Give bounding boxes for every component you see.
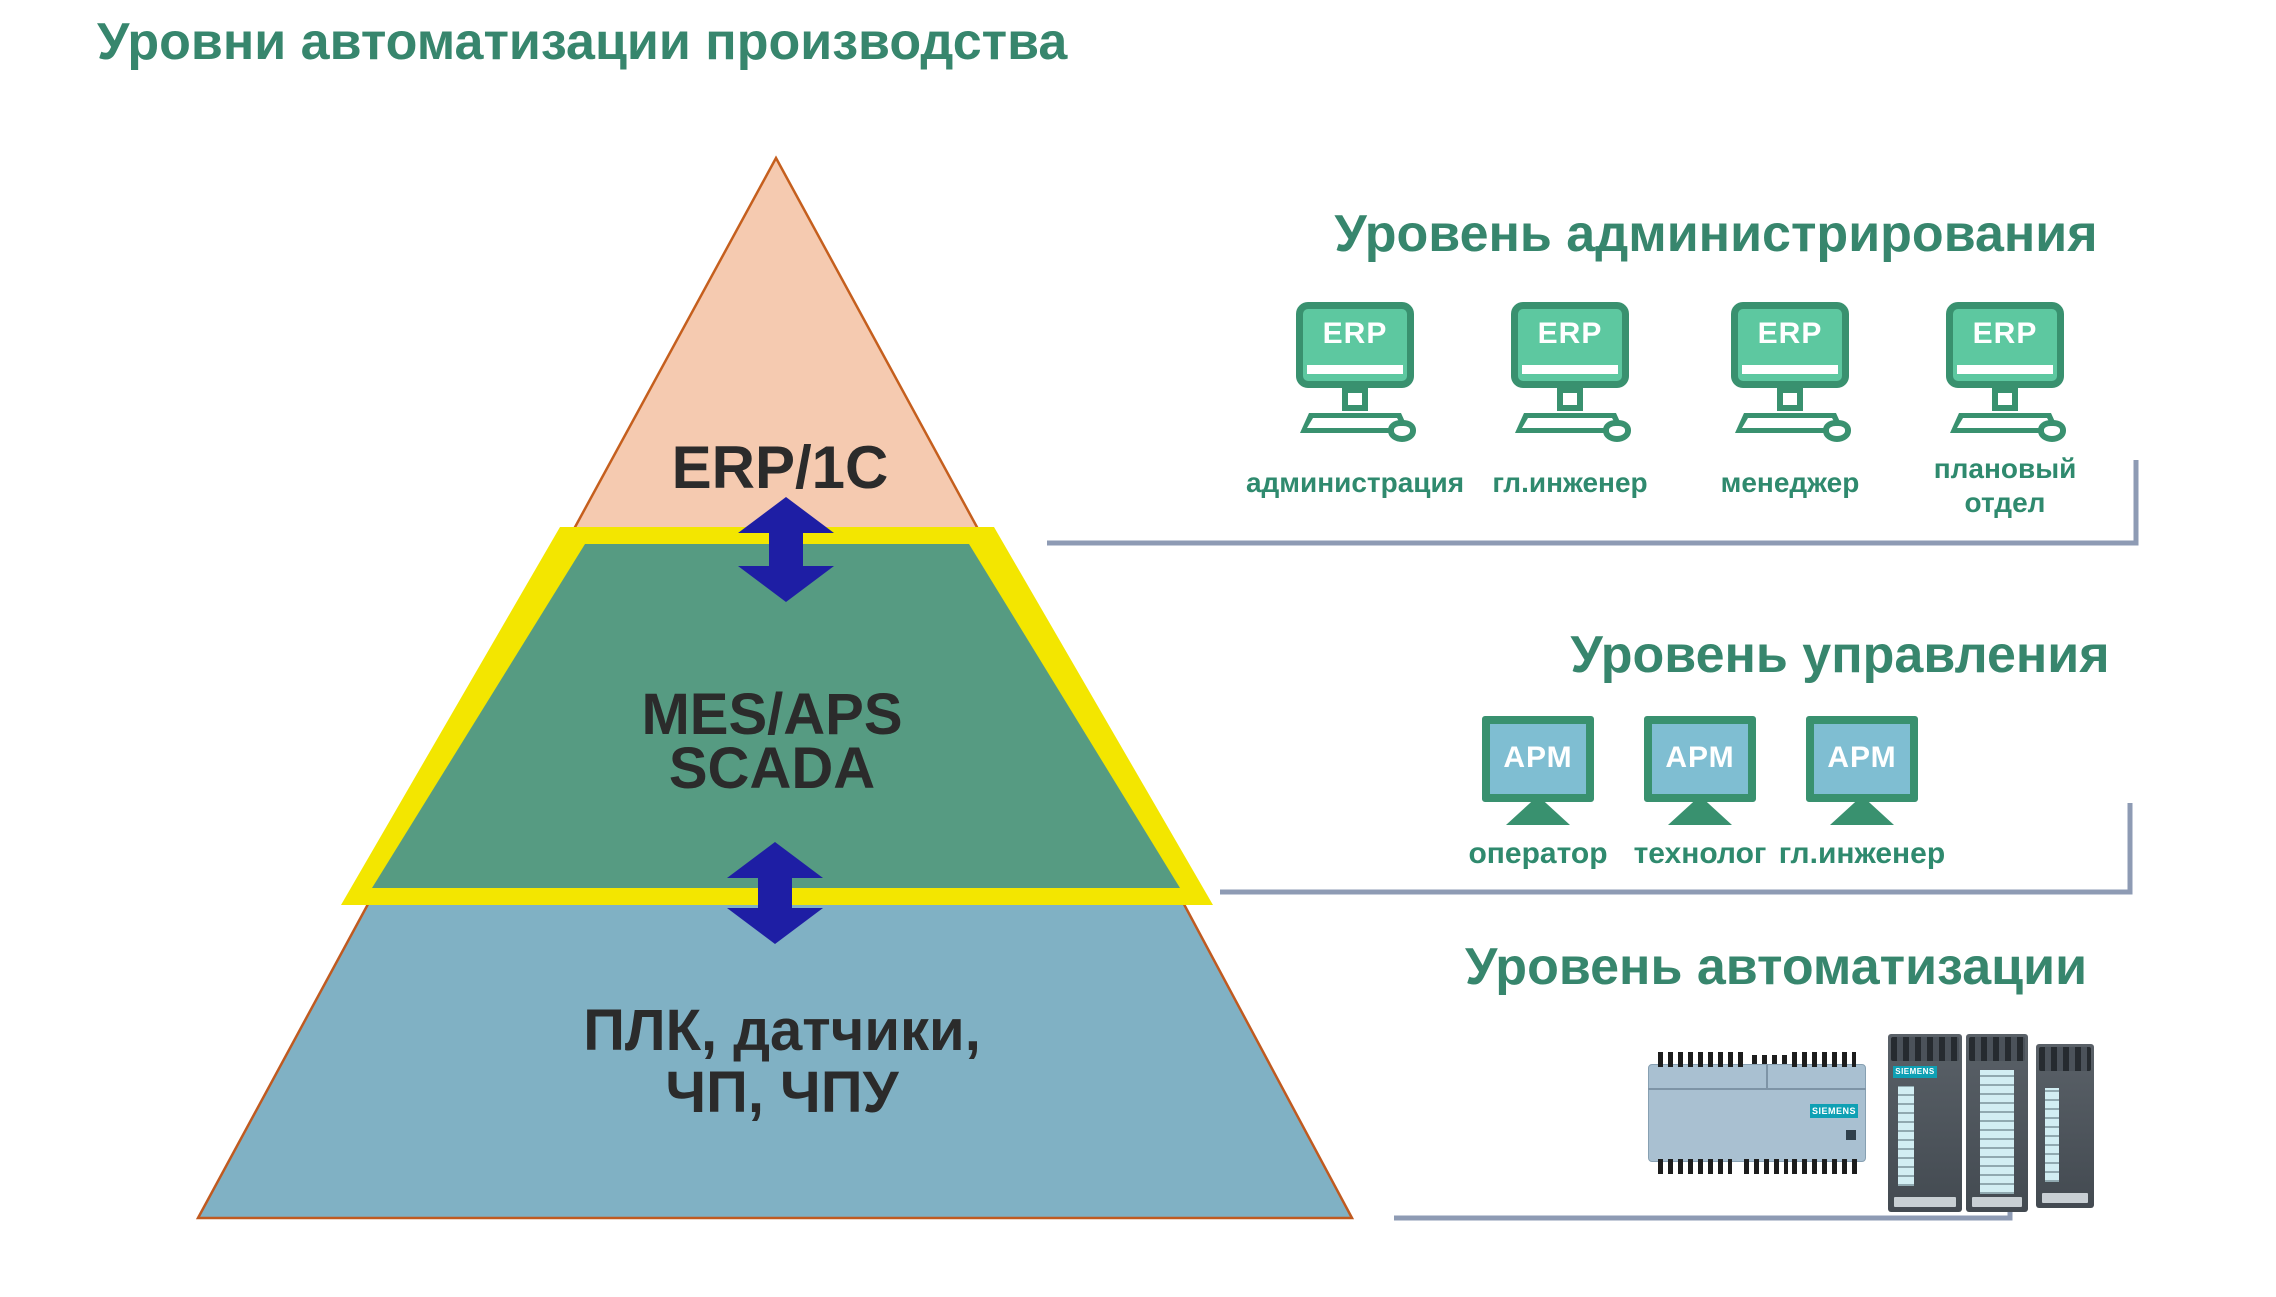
mouse-icon (2038, 420, 2066, 442)
monitor-icon: АРМ (1644, 716, 1756, 802)
monitor-icon: АРМ (1482, 716, 1594, 802)
workstation-label: технолог (1633, 837, 1767, 870)
erp-workstation: ERP (1495, 302, 1645, 454)
plc-foot (1972, 1197, 2022, 1207)
plc-foot (1894, 1197, 1956, 1207)
mouse-icon (1603, 420, 1631, 442)
monitor-stand (1830, 801, 1894, 825)
plc-terminals (1658, 1052, 1744, 1067)
monitor-icon: ERP (1946, 302, 2064, 388)
keyboard-icon (1300, 413, 1410, 433)
plc-label-strip (2045, 1088, 2059, 1182)
plc-label-strip (1898, 1086, 1914, 1186)
automation-section-heading: Уровень автоматизации (1464, 938, 2088, 996)
monitor-screen-text: ERP (1972, 317, 2038, 350)
pyramid-bottom-label-line1: ПЛК, датчики, (583, 998, 981, 1063)
keyboard-icon (1515, 413, 1625, 433)
plc-module: SIEMENS (1888, 1034, 1962, 1212)
plc-terminals (1792, 1052, 1856, 1067)
erp-workstation: ERP (1715, 302, 1865, 454)
plc-vent (1969, 1037, 2025, 1061)
workstation-label: администрация (1245, 467, 1465, 498)
workstation-label: гл.инженер (1492, 467, 1648, 498)
monitor-screen-text: ERP (1322, 317, 1388, 350)
bracket-admin-level (1047, 460, 2139, 546)
keyboard-icon (1950, 413, 2060, 433)
apm-workstation: АРМ (1797, 716, 1927, 836)
monitor-stand (1777, 387, 1803, 411)
plc-module (1966, 1034, 2028, 1212)
workstation-label: плановый отдел (1933, 453, 2077, 518)
monitor-chin (1522, 365, 1618, 374)
plc-terminals (1658, 1159, 1732, 1174)
plc-terminals (1744, 1159, 1788, 1174)
apm-workstation: АРМ (1473, 716, 1603, 836)
monitor-stand (1668, 801, 1732, 825)
monitor-screen-text: АРМ (1503, 741, 1573, 774)
monitor-icon: ERP (1296, 302, 1414, 388)
workstation-label: гл.инженер (1778, 837, 1946, 870)
plc-compact-device: SIEMENS (1648, 1052, 1866, 1174)
arrow-mes-plc-icon (727, 842, 823, 944)
monitor-chin (1307, 365, 1403, 374)
plc-label-strip (1980, 1070, 2014, 1194)
pyramid-middle-level (372, 544, 1180, 888)
monitor-stand (1506, 801, 1570, 825)
plc-foot (2042, 1193, 2088, 1203)
monitor-stand (1342, 387, 1368, 411)
bracket-control-level (1220, 803, 2133, 895)
monitor-stand (1557, 387, 1583, 411)
control-section-heading: Уровень управления (1570, 626, 2110, 684)
page-title: Уровни автоматизации производства (97, 13, 1068, 71)
plc-terminals (1752, 1055, 1790, 1064)
pyramid-bottom-label-line2: ЧП, ЧПУ (665, 1060, 899, 1125)
plc-terminals (1792, 1159, 1858, 1174)
workstation-label: оператор (1468, 837, 1608, 870)
apm-workstation: АРМ (1635, 716, 1765, 836)
plc-seam (1766, 1064, 1768, 1090)
erp-workstation: ERP (1930, 302, 2080, 454)
pyramid-top-label: ERP/1C (671, 434, 889, 501)
siemens-logo: SIEMENS (1810, 1104, 1858, 1118)
erp-workstation: ERP (1280, 302, 1430, 454)
pyramid-middle-label-line2: SCADA (668, 736, 876, 801)
admin-section-heading: Уровень администрирования (1334, 205, 2098, 263)
monitor-icon: ERP (1731, 302, 1849, 388)
plc-port (1846, 1130, 1856, 1140)
plc-seam (1648, 1088, 1866, 1090)
monitor-icon: АРМ (1806, 716, 1918, 802)
pyramid-middle-label-line1: MES/APS (641, 682, 903, 747)
monitor-icon: ERP (1511, 302, 1629, 388)
monitor-stand (1992, 387, 2018, 411)
keyboard-icon (1735, 413, 1845, 433)
monitor-screen-text: ERP (1537, 317, 1603, 350)
monitor-chin (1957, 365, 2053, 374)
plc-vent (2039, 1047, 2091, 1071)
arrow-erp-mes-icon (738, 497, 834, 602)
monitor-chin (1742, 365, 1838, 374)
monitor-screen-text: ERP (1757, 317, 1823, 350)
plc-modular-device: SIEMENS (1888, 1030, 2096, 1218)
mouse-icon (1823, 420, 1851, 442)
plc-vent (1891, 1037, 1959, 1061)
siemens-logo: SIEMENS (1893, 1066, 1937, 1078)
monitor-screen-text: АРМ (1665, 741, 1735, 774)
mouse-icon (1388, 420, 1416, 442)
monitor-screen-text: АРМ (1827, 741, 1897, 774)
workstation-label: менеджер (1720, 467, 1860, 498)
plc-module (2036, 1044, 2094, 1208)
